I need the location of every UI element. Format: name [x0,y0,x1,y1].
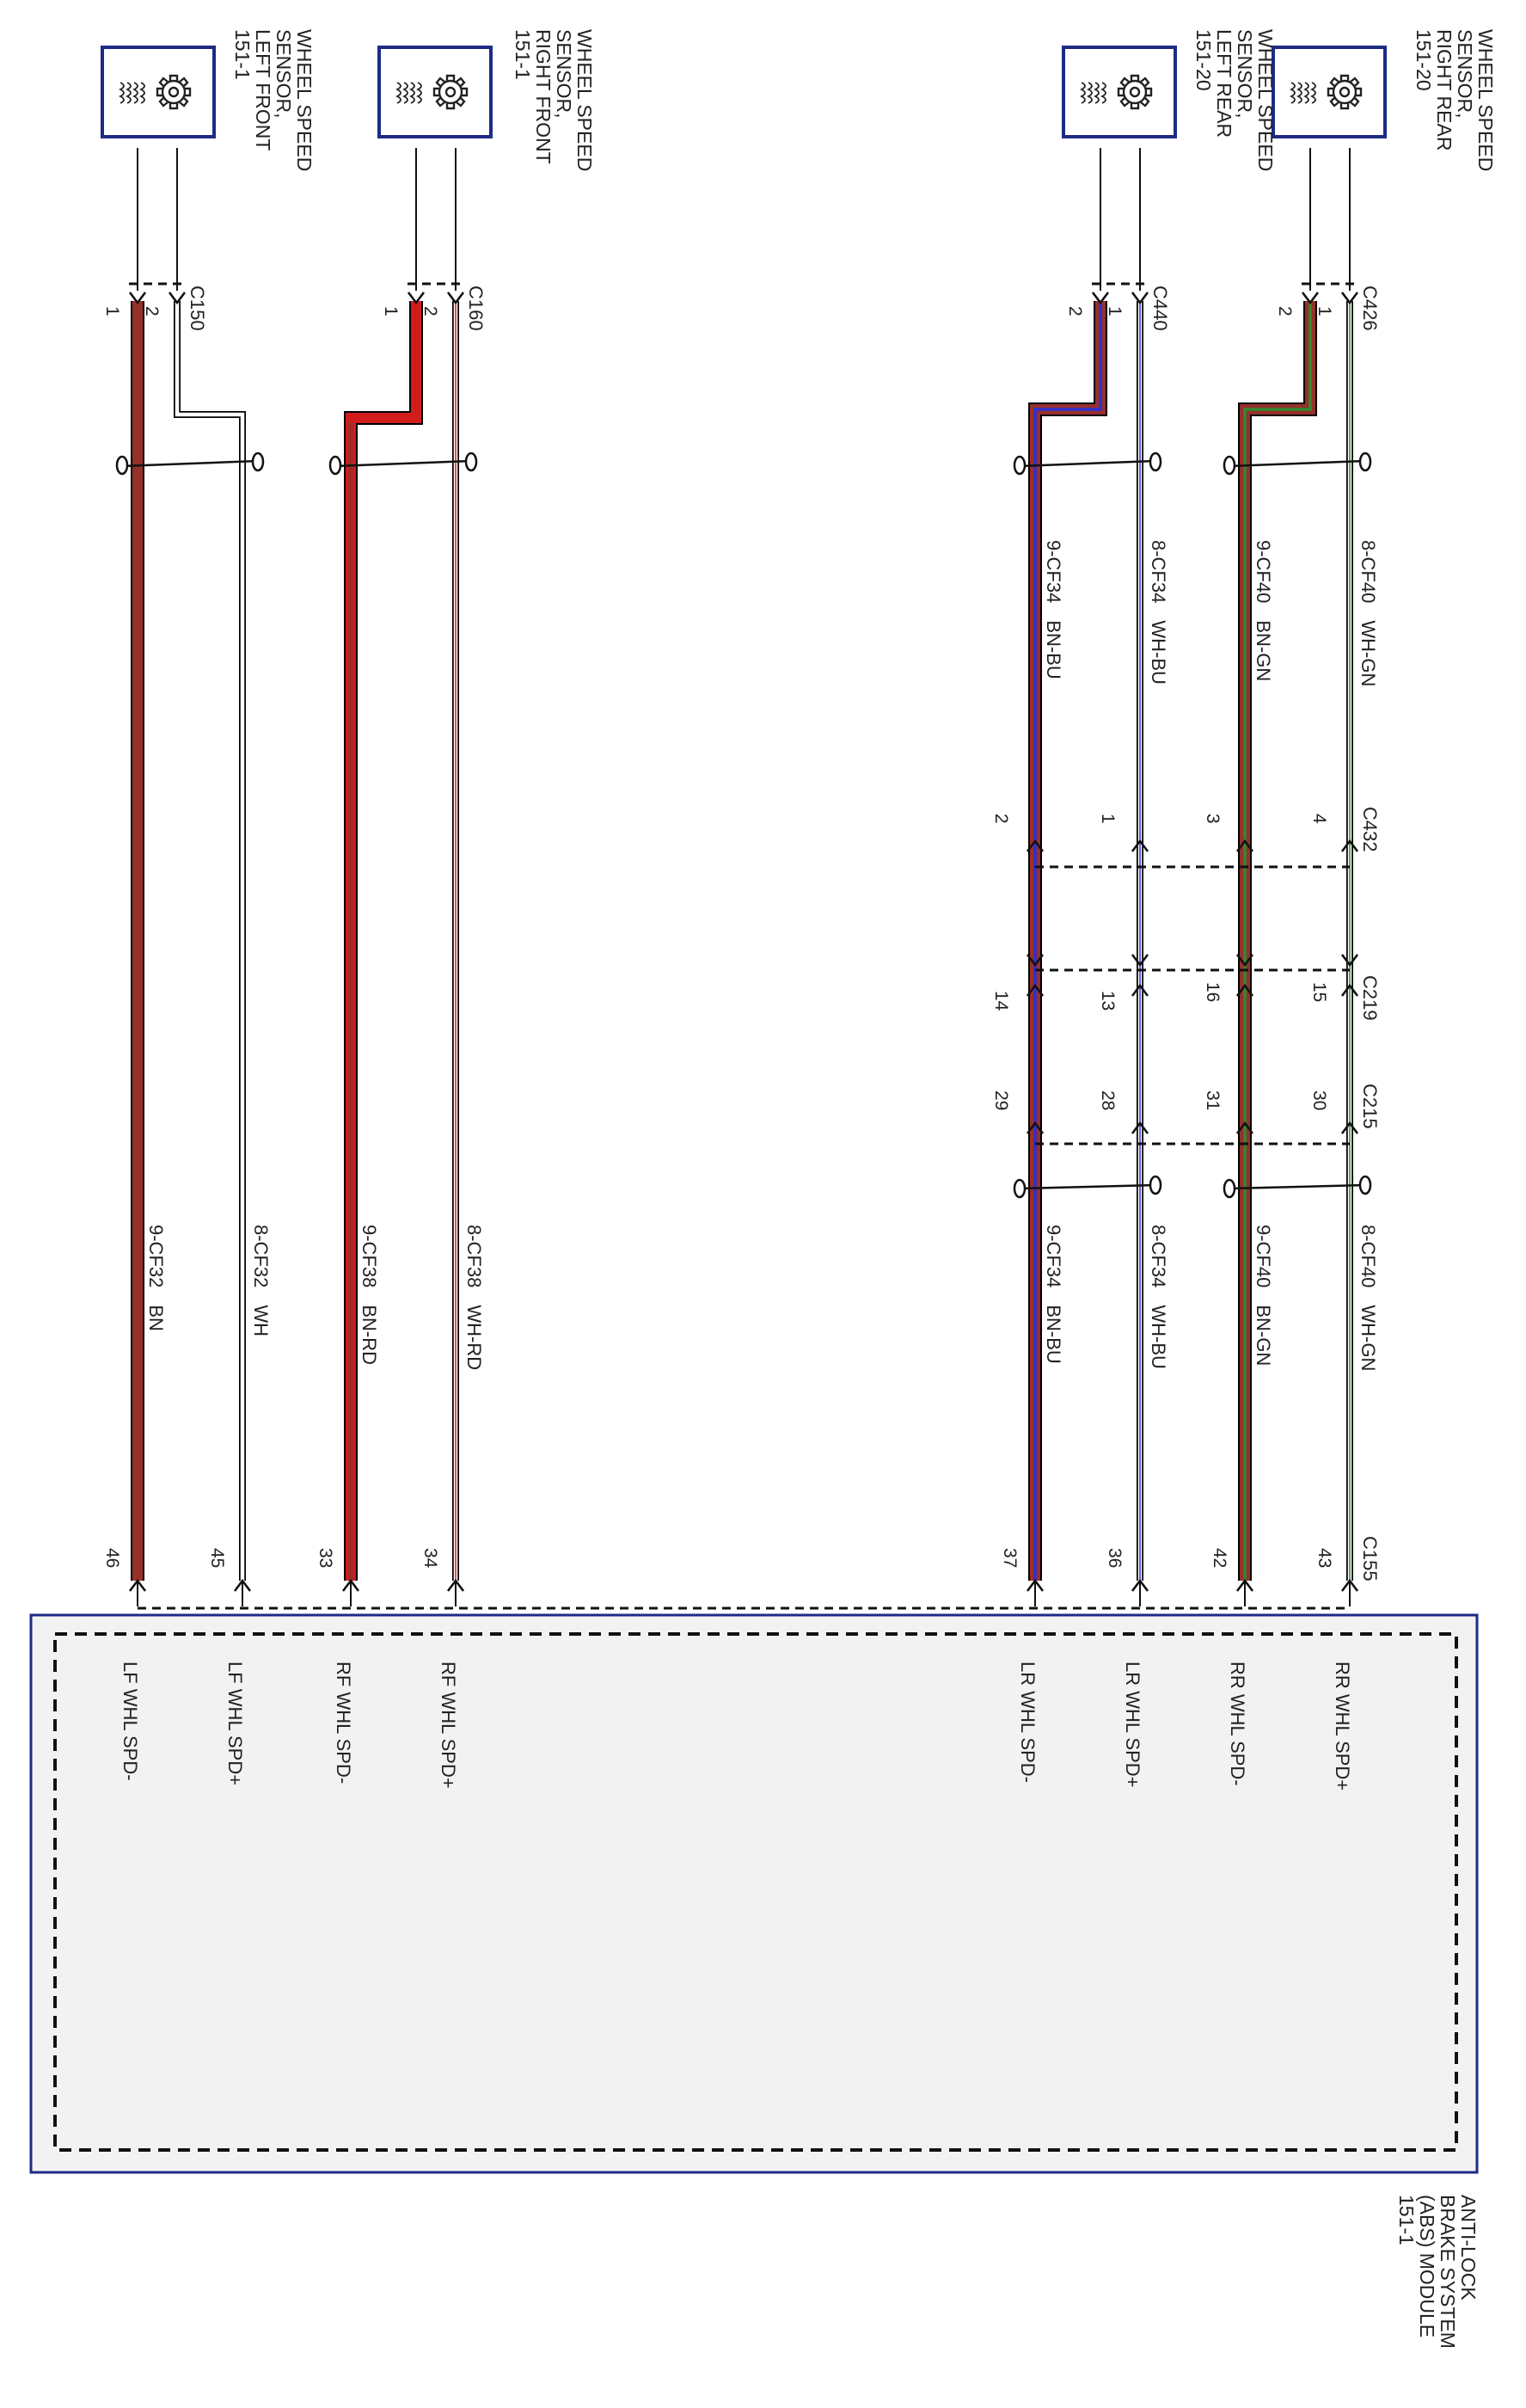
rr-sensor-icon [1272,46,1387,138]
pin-number: 1 [1315,306,1334,316]
connector-bars [129,282,1358,1610]
connector-labels: C150 C160 C440 C426 C432 C219 C215 C155 [187,286,1381,1582]
module-pin-label: LR WHL SPD- [1017,1662,1039,1783]
pin-number: 33 [316,1548,335,1568]
pin-number: 2 [991,814,1011,824]
connector-pin-chevrons [128,292,1359,1592]
sensor-label-rf: WHEEL SPEED SENSOR, RIGHT FRONT 151-1 [512,29,596,177]
wire-lr-minus [1028,301,1107,1581]
wire-rr-minus-trace [1243,301,1312,1581]
pin-number: 45 [207,1548,227,1568]
wire-lr-minus-trace [1033,301,1102,1581]
wire-rf-minus-fill [346,301,421,1581]
connector-c150-label: C150 [187,286,208,331]
pin-number: 3 [1203,814,1223,824]
pin-number: 2 [1275,306,1295,316]
pin-number: 36 [1105,1548,1125,1568]
circuit-label: 8-CF40WH-GN [1357,1225,1379,1371]
pin-number: 1 [102,306,122,316]
circuit-label: 9-CF34BN-BU [1043,1225,1064,1364]
pin-number: 28 [1098,1090,1118,1110]
pin-number: 1 [1098,814,1118,824]
circuit-label: 8-CF32WH [250,1225,272,1336]
circuit-label: 8-CF38WH-RD [463,1225,485,1370]
connector-c432-label: C432 [1359,807,1381,852]
pin-number: 13 [1098,991,1118,1010]
module-pin-label: LF WHL SPD+ [224,1662,246,1785]
pin-number: 37 [1000,1548,1020,1568]
connector-c160-label: C160 [465,286,487,331]
pin-numbers: 1 2 1 2 2 1 2 1 2 1 3 4 14 13 16 15 29 2… [102,306,1334,1569]
pin-number: 14 [991,991,1011,1011]
module-pin-label: RF WHL SPD- [333,1662,354,1784]
sensor-leads [137,148,1351,291]
sensor-label-lr: WHEEL SPEED SENSOR, LEFT REAR 151-20 [1192,29,1277,177]
lf-sensor-icon [101,46,216,138]
abs-module-outline [29,1613,1479,2174]
connector-c440-label: C440 [1149,286,1171,331]
connector-c215-label: C215 [1359,1084,1381,1129]
pin-number: 29 [991,1090,1011,1110]
pin-number: 34 [420,1548,440,1569]
pin-number: 2 [1065,306,1085,316]
pin-number: 2 [142,306,162,316]
wire-rr-minus [1238,301,1317,1581]
rf-sensor-icon [377,46,493,138]
pin-number: 43 [1315,1548,1334,1568]
twisted-pair-marks [115,452,1372,1199]
wire-rr-minus-fill [1240,301,1315,1581]
pin-number: 30 [1309,1090,1329,1110]
circuit-label: 9-CF32BN [145,1225,167,1331]
wire-lf-plus [174,301,246,1581]
circuit-label: 9-CF38BN-RD [359,1225,380,1365]
pin-number: 2 [420,306,440,316]
pin-number: 16 [1203,982,1223,1002]
abs-module-inner-boundary [53,1632,1458,2152]
pin-number: 46 [102,1548,122,1568]
lr-sensor-icon [1062,46,1177,138]
pin-number: 15 [1309,982,1329,1002]
pin-number: 31 [1203,1090,1223,1110]
circuit-label: 8-CF34WH-BU [1148,1225,1169,1369]
connector-c155-label: C155 [1359,1536,1381,1582]
circuit-label-upper: 8-CF40WH-GN [1357,540,1379,686]
module-pin-label: RF WHL SPD+ [438,1662,459,1789]
module-pin-label: RR WHL SPD- [1227,1662,1248,1786]
abs-module-label: ANTI-LOCK BRAKE SYSTEM (ABS) MODULE 151-… [1395,2195,1480,2354]
module-pin-label: LF WHL SPD- [120,1662,141,1781]
circuit-labels: 9-CF34BN-BU 8-CF34WH-BU 9-CF40BN-GN 8-CF… [145,540,1379,1371]
module-pin-labels: LF WHL SPD- LF WHL SPD+ RF WHL SPD- RF W… [120,1662,1353,1791]
sensor-label-lf: WHEEL SPEED SENSOR, LEFT FRONT 151-1 [231,29,316,177]
circuit-label-upper: 9-CF34BN-BU [1043,540,1064,679]
sensor-label-rr: WHEEL SPEED SENSOR, RIGHT REAR 151-20 [1413,29,1497,177]
module-pin-label: RR WHL SPD+ [1332,1662,1353,1791]
pin-number: 1 [381,306,401,316]
pin-number: 1 [1105,306,1125,316]
connector-c219-label: C219 [1359,975,1381,1021]
pin-number: 42 [1210,1548,1229,1568]
pin-number: 4 [1309,814,1329,824]
circuit-label-upper: 9-CF40BN-GN [1253,540,1274,681]
circuit-label-upper: 8-CF34WH-BU [1148,540,1169,685]
connector-c426-label: C426 [1359,286,1381,331]
module-pin-label: LR WHL SPD+ [1122,1662,1143,1788]
wire-lr-minus-fill [1030,301,1106,1581]
wire-lf-plus-fill [175,301,245,1581]
wire-rf-minus [344,301,423,1581]
module-pin-stubs [137,1581,1351,1606]
circuit-label: 9-CF40BN-GN [1253,1225,1274,1366]
